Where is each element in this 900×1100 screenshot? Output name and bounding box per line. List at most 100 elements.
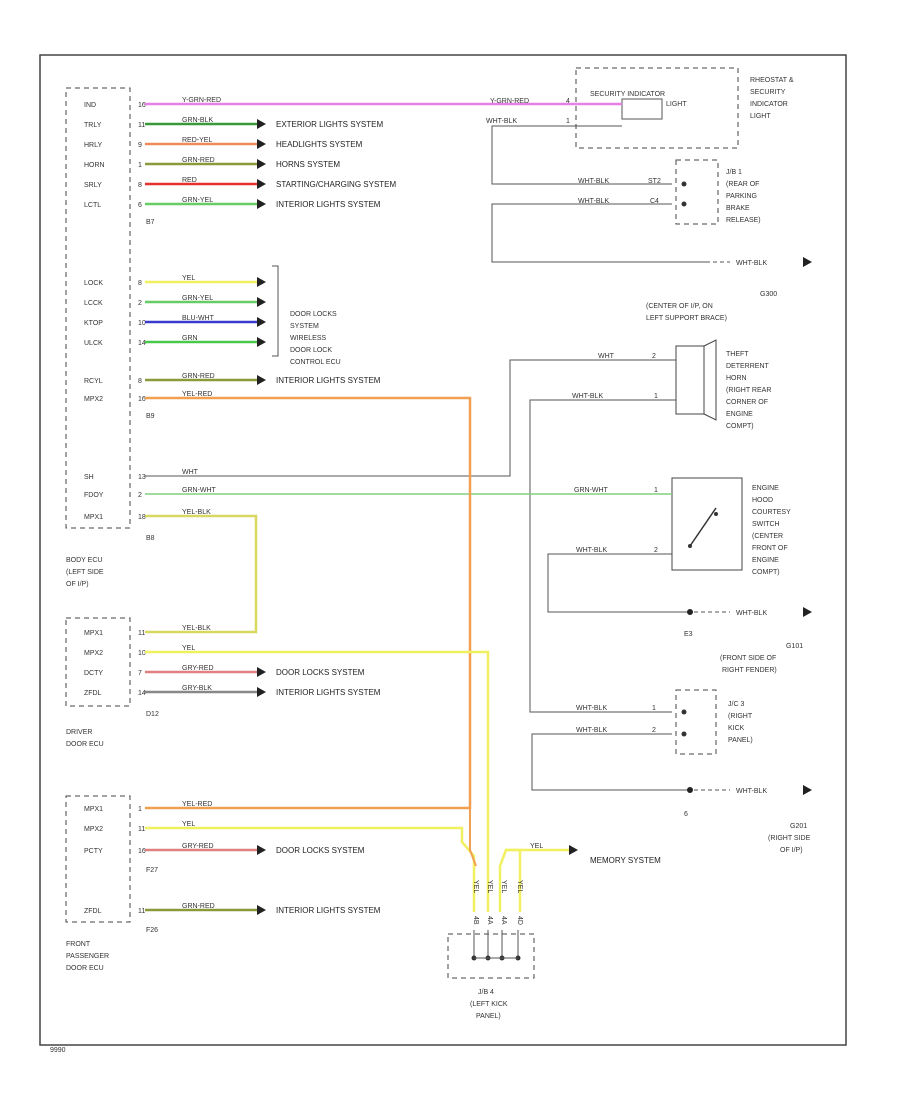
body-ecu-pin-number: 18: [138, 514, 146, 521]
body-ecu-pin-number: 6: [138, 202, 142, 209]
body-ecu-wire-label: GRN-RED: [182, 373, 215, 380]
body-ecu-pin-name: HRLY: [84, 142, 102, 149]
wire-ind-label: Y-GRN-RED: [490, 98, 529, 105]
wire-security-wht-blk-pin: 1: [566, 118, 570, 125]
svg-text:SWITCH: SWITCH: [752, 521, 780, 528]
passenger-ecu-pin-number: 11: [138, 908, 145, 915]
horn-body: [675, 345, 705, 415]
jc3-outline: [675, 689, 717, 755]
passenger-ecu-destination: INTERIOR LIGHTS SYSTEM: [276, 906, 381, 915]
svg-text:COMPT): COMPT): [726, 423, 754, 430]
body-ecu-wire-label: BLU-WHT: [182, 315, 215, 322]
passenger-ecu-pin-name: MPX2: [84, 826, 103, 833]
passenger-ecu-wire-label: GRN-RED: [182, 903, 215, 910]
driver-ecu-destination: DOOR LOCKS SYSTEM: [276, 668, 365, 677]
driver-ecu-outline: [65, 617, 131, 707]
body-ecu-wire-arrow: [257, 199, 266, 209]
jb4-label: J/B 4 (LEFT KICK PANEL): [470, 989, 508, 1020]
body-ecu-destination: HORNS SYSTEM: [276, 160, 340, 169]
wire-mpx1-yel-blk-body: [145, 514, 258, 634]
jb4-wire-label: YEL: [500, 880, 507, 893]
jb1-outline: [675, 159, 719, 225]
svg-text:INDICATOR: INDICATOR: [750, 101, 788, 108]
passenger-ecu-connector-f26: F26: [146, 927, 158, 934]
security-indicator-outline: [575, 67, 739, 149]
passenger-ecu-wire-arrow: [257, 845, 266, 855]
body-ecu-wire-arrow: [257, 119, 266, 129]
body-ecu-connector-b8: B8: [146, 535, 155, 542]
jc3-wire-1-pin: 1: [652, 705, 656, 712]
body-ecu-pin-number: 16: [138, 102, 146, 109]
body-ecu-wire-arrow: [257, 297, 266, 307]
svg-text:KICK: KICK: [728, 725, 745, 732]
splice-e3: [687, 609, 693, 615]
body-ecu-wire-label: YEL: [182, 275, 195, 282]
driver-ecu-pin-name: ZFDL: [84, 690, 102, 697]
jb1-wire-2: [491, 203, 706, 263]
jc3-terminal-2: [681, 731, 687, 737]
body-ecu-destination: INTERIOR LIGHTS SYSTEM: [276, 200, 381, 209]
svg-text:(REAR OF: (REAR OF: [726, 181, 759, 188]
hood-switch-label: ENGINE HOOD COURTESY SWITCH (CENTER FRON…: [752, 485, 791, 576]
svg-text:OF I/P): OF I/P): [66, 581, 89, 588]
body-ecu-wire-arrow: [257, 139, 266, 149]
body-ecu-pin-name: TRLY: [84, 122, 102, 129]
security-indicator-side-label: RHEOSTAT & SECURITY INDICATOR LIGHT: [750, 77, 794, 120]
wire-horn-wht: [145, 359, 676, 477]
body-ecu-wire-label: Y-GRN-RED: [182, 97, 221, 104]
ground-e3-connector: E3: [684, 631, 693, 638]
wire-horn-wht-blk-pin: 1: [654, 393, 658, 400]
body-ecu-pin-number: 9: [138, 142, 142, 149]
body-ecu-wire-label: GRN-RED: [182, 157, 215, 164]
driver-ecu-wire-arrow: [257, 667, 266, 677]
svg-text:FRONT OF: FRONT OF: [752, 545, 788, 552]
g300-title: G300: [760, 291, 777, 298]
svg-text:PANEL): PANEL): [476, 1013, 501, 1020]
body-ecu-pin-name: LCCK: [84, 300, 103, 307]
body-ecu-pin-number: 16: [138, 396, 146, 403]
wire-security-wht-blk: [491, 125, 672, 185]
wire-hood-wht-blk-pin: 2: [654, 547, 658, 554]
svg-text:DRIVER: DRIVER: [66, 729, 92, 736]
jb4-outline: [447, 933, 535, 979]
ground-g201-pin: 6: [684, 811, 688, 818]
body-ecu-pin-name: LCTL: [84, 202, 101, 209]
wire-horn-wht-label: WHT: [598, 353, 615, 360]
svg-text:(RIGHT: (RIGHT: [728, 713, 753, 720]
passenger-ecu-pin-number: 16: [138, 848, 146, 855]
body-ecu-connector-b7: B7: [146, 219, 155, 226]
body-ecu-connector-b9: B9: [146, 413, 155, 420]
diagram-frame: [39, 54, 847, 1046]
jb1-wire-1-pin: ST2: [648, 178, 661, 185]
svg-text:RELEASE): RELEASE): [726, 217, 761, 224]
jb1-label: J/B 1 (REAR OF PARKING BRAKE RELEASE): [726, 169, 761, 224]
jb4-wire-label: YEL: [472, 880, 479, 893]
driver-ecu-pin-name: DCTY: [84, 670, 103, 677]
splice-g201: [687, 787, 693, 793]
security-indicator-element: [621, 98, 663, 120]
svg-text:ENGINE: ENGINE: [726, 411, 753, 418]
body-ecu-destination: EXTERIOR LIGHTS SYSTEM: [276, 120, 383, 129]
driver-ecu-wire-arrow: [257, 687, 266, 697]
body-ecu-wire-label: GRN-YEL: [182, 295, 213, 302]
security-indicator-subtitle: LIGHT: [666, 101, 687, 108]
jb1-wire-2-pin: C4: [650, 198, 659, 205]
wire-mpx2-yel-driver: [145, 650, 490, 912]
jb1-wire-2-label: WHT-BLK: [578, 198, 609, 205]
driver-ecu-wire-label: GRY-RED: [182, 665, 214, 672]
jb4-pin-label: 4D: [516, 916, 523, 925]
hood-switch-terminal: [714, 512, 718, 516]
passenger-ecu-wire-label: YEL: [182, 821, 195, 828]
jb4-pin-label: 4A: [486, 916, 493, 925]
svg-text:J/B 1: J/B 1: [726, 169, 742, 176]
jc3-wire-2: [531, 733, 690, 791]
g101-title: G101: [786, 643, 803, 650]
driver-ecu-pin-name: MPX1: [84, 630, 103, 637]
svg-text:HOOD: HOOD: [752, 497, 773, 504]
jc3-wire-2-label: WHT-BLK: [576, 727, 607, 734]
wire-horn-wht-blk-label: WHT-BLK: [572, 393, 603, 400]
g101-desc-2: RIGHT FENDER): [722, 667, 777, 674]
body-ecu-label: BODY ECU (LEFT SIDE OF I/P): [66, 557, 104, 588]
